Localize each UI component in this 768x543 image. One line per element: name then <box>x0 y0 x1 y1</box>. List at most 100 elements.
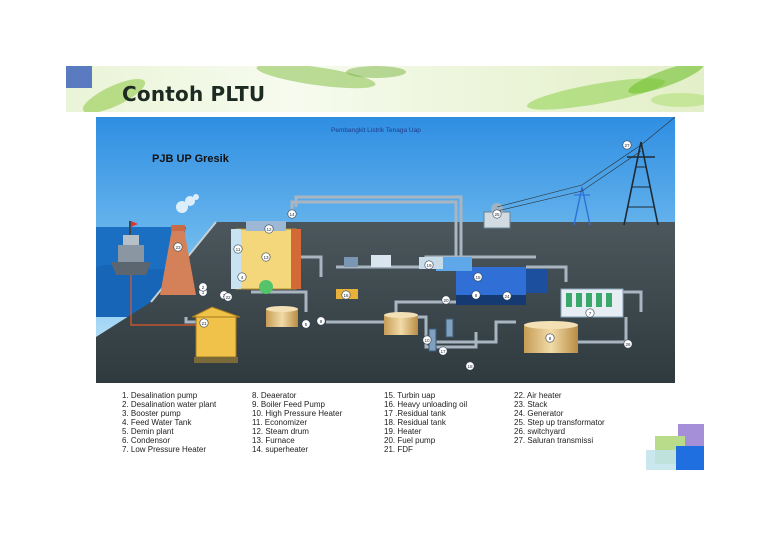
marker-number: 10 <box>424 338 430 343</box>
stack-chimney <box>160 225 196 295</box>
legend-item: 17 .Residual tank <box>384 409 446 418</box>
marker-number: 25 <box>494 212 500 217</box>
legend-item: 8. Deaerator <box>252 391 297 400</box>
marker-number: 2 <box>202 285 205 290</box>
leaf-decoration-middle <box>256 66 406 89</box>
marker-number: 18 <box>467 364 473 369</box>
marker-circle <box>473 272 483 282</box>
legend-item: 19. Heater <box>384 427 422 436</box>
legend-item: 2. Desalination water plant <box>122 400 217 409</box>
legend-item: 14. superheater <box>252 445 309 454</box>
legend-item: 23. Stack <box>514 400 548 409</box>
turbine-generator <box>436 257 548 305</box>
storage-tanks <box>266 306 578 353</box>
marker-number: 8 <box>549 336 552 341</box>
marker-circle <box>301 319 311 329</box>
marker-number: 20 <box>443 298 449 303</box>
marker-circle <box>422 335 432 345</box>
marker-number: 15 <box>475 275 481 280</box>
marker-number: 4 <box>241 275 244 280</box>
marker-circle <box>438 346 448 356</box>
header-banner <box>66 66 704 112</box>
marker-circle <box>199 318 209 328</box>
marker-number: 23 <box>175 245 181 250</box>
legend-item: 3. Booster pump <box>122 409 181 418</box>
marker-number: 9 <box>320 319 323 324</box>
feed-water-tank <box>191 306 241 363</box>
legend-item: 6. Condensor <box>122 436 171 445</box>
diagram-title: Pembangkit Listrik Tenaga Uap <box>331 127 421 134</box>
legend-item: 12. Steam drum <box>252 427 309 436</box>
legend-item: 15. Turbin uap <box>384 391 436 400</box>
legend-item: 1. Desalination pump <box>122 391 198 400</box>
marker-circle <box>287 209 297 219</box>
legend-item: 10. High Pressure Heater <box>252 409 343 418</box>
marker-circle <box>441 295 451 305</box>
smoke-clouds <box>176 194 199 213</box>
legend-item: 18. Residual tank <box>384 418 446 427</box>
marker-circle <box>264 224 274 234</box>
diagram-illustration: 1234567891011121314151617181920212223242… <box>96 117 675 383</box>
marker-circle <box>173 242 183 252</box>
transmission-towers <box>496 117 675 226</box>
legend-item: 13. Furnace <box>252 436 295 445</box>
marker-number: 6 <box>475 293 478 298</box>
marker-circle <box>622 140 632 150</box>
slide-title: Contoh PLTU <box>122 82 266 106</box>
marker-number: 12 <box>266 227 272 232</box>
legend-item: 21. FDF <box>384 445 413 454</box>
marker-circle <box>465 361 475 371</box>
marker-number: 27 <box>624 143 630 148</box>
marker-circle <box>502 291 512 301</box>
legend-item: 22. Air heater <box>514 391 562 400</box>
marker-number: 11 <box>236 247 241 252</box>
plant-name: PJB UP Gresik <box>152 153 229 165</box>
decor-square-blue <box>676 446 704 470</box>
marker-circle <box>471 290 481 300</box>
marker-number: 22 <box>225 295 231 300</box>
marker-number: 19 <box>426 263 432 268</box>
marker-number: 16 <box>343 293 349 298</box>
marker-number: 24 <box>504 294 510 299</box>
marker-circle <box>237 272 247 282</box>
marker-number: 13 <box>263 255 269 260</box>
power-plant-diagram: 1234567891011121314151617181920212223242… <box>96 117 675 383</box>
marker-circle <box>545 333 555 343</box>
marker-circle <box>316 316 326 326</box>
leaf-decoration-right <box>527 66 704 110</box>
legend-item: 16. Heavy unloading oil <box>384 400 468 409</box>
marker-circle <box>492 209 502 219</box>
marker-circle <box>223 292 233 302</box>
legend-item: 5. Demin plant <box>122 427 174 436</box>
marker-circle <box>585 308 595 318</box>
equipment-markers: 1234567891011121314151617181920212223242… <box>173 140 633 371</box>
legend-item: 7. Low Pressure Heater <box>122 445 207 454</box>
marker-number: 7 <box>589 311 592 316</box>
legend-item: 20. Fuel pump <box>384 436 436 445</box>
marker-number: 26 <box>625 342 631 347</box>
leaf-decoration-left <box>82 79 146 112</box>
header-corner-block <box>66 66 92 88</box>
legend-item: 26. switchyard <box>514 427 566 436</box>
legend-item: 9. Boiler Feed Pump <box>252 400 325 409</box>
marker-circle <box>233 244 243 254</box>
marker-number: 14 <box>289 212 295 217</box>
legend-item: 4. Feed Water Tank <box>122 418 192 427</box>
marker-number: 21 <box>201 321 207 326</box>
legend-item: 25. Step up transformator <box>514 418 605 427</box>
marker-circle <box>341 290 351 300</box>
marker-circle <box>198 282 208 292</box>
decor-square-lightblue <box>646 450 676 470</box>
water-line <box>130 257 201 326</box>
marker-number: 1 <box>202 290 205 295</box>
marker-number: 17 <box>440 349 446 354</box>
marker-number: 5 <box>305 322 308 327</box>
legend-item: 24. Generator <box>514 409 564 418</box>
marker-circle <box>623 339 633 349</box>
